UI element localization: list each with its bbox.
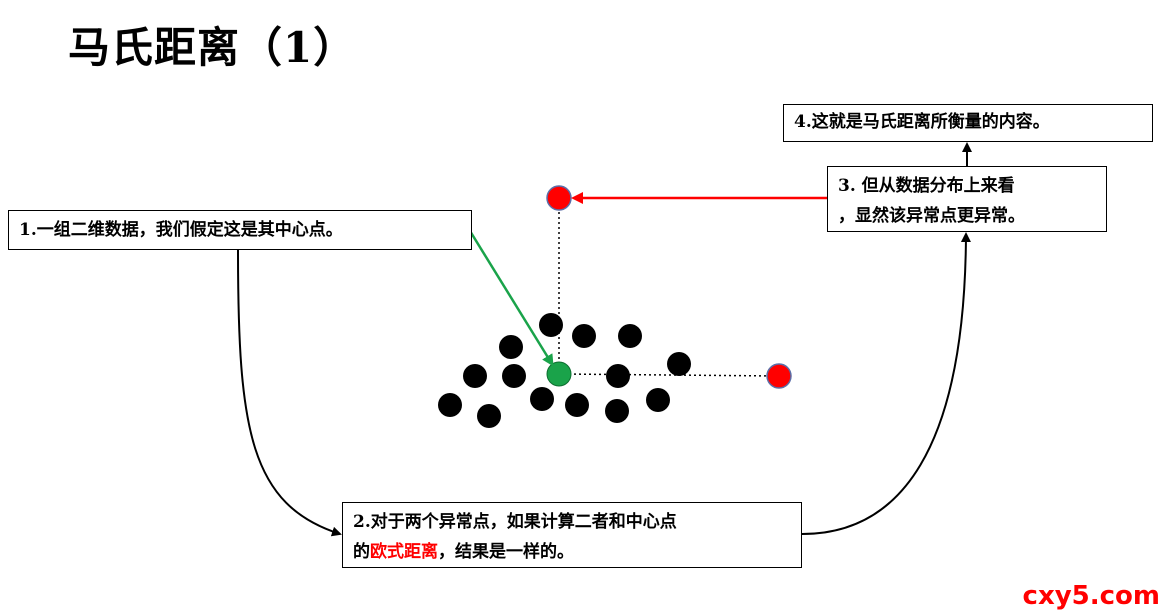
data-point: [605, 399, 629, 423]
step-1-box: 1.一组二维数据，我们假定这是其中心点。: [8, 210, 472, 250]
data-point: [572, 324, 596, 348]
step-4-text: 4.这就是马氏距离所衡量的内容。: [794, 112, 1050, 132]
data-point: [477, 404, 501, 428]
data-point: [667, 352, 691, 376]
step-3-box: 3. 但从数据分布上来看 ，显然该异常点更异常。: [827, 166, 1107, 232]
center-point: [546, 361, 572, 387]
outlier-point-right: [766, 363, 792, 389]
data-point: [530, 387, 554, 411]
data-point: [646, 388, 670, 412]
watermark: cxy5.com: [1022, 581, 1160, 611]
step-2-line-2: 的欧式距离，结果是一样的。: [353, 537, 801, 567]
center-arrow: [468, 230, 554, 367]
data-point: [499, 335, 523, 359]
data-point: [618, 324, 642, 348]
step-3-line-2: ，显然该异常点更异常。: [838, 206, 1025, 226]
step-1-text: 1.一组二维数据，我们假定这是其中心点。: [19, 220, 343, 240]
data-point: [438, 393, 462, 417]
data-point: [565, 393, 589, 417]
step-2-pre: 的: [353, 542, 370, 562]
step-2-box: 2.对于两个异常点，如果计算二者和中心点 的欧式距离，结果是一样的。: [342, 502, 802, 568]
distance-line-horizontal: [558, 373, 780, 377]
data-point: [539, 313, 563, 337]
data-point: [606, 364, 630, 388]
step-4-box: 4.这就是马氏距离所衡量的内容。: [783, 104, 1153, 142]
outlier-point-top: [546, 185, 572, 211]
flow-arrow-1-to-2: [237, 249, 342, 537]
page-title: 马氏距离（1）: [68, 23, 357, 72]
euclidean-distance-highlight: 欧式距离: [370, 542, 438, 562]
step-2-post: ，结果是一样的。: [438, 542, 574, 562]
step-3-line-1: 3. 但从数据分布上来看: [838, 176, 1015, 196]
step-2-line-1: 2.对于两个异常点，如果计算二者和中心点: [353, 512, 677, 532]
data-points: [438, 313, 691, 428]
flow-arrow-2-to-3: [801, 232, 971, 535]
data-point: [463, 364, 487, 388]
data-point: [502, 364, 526, 388]
